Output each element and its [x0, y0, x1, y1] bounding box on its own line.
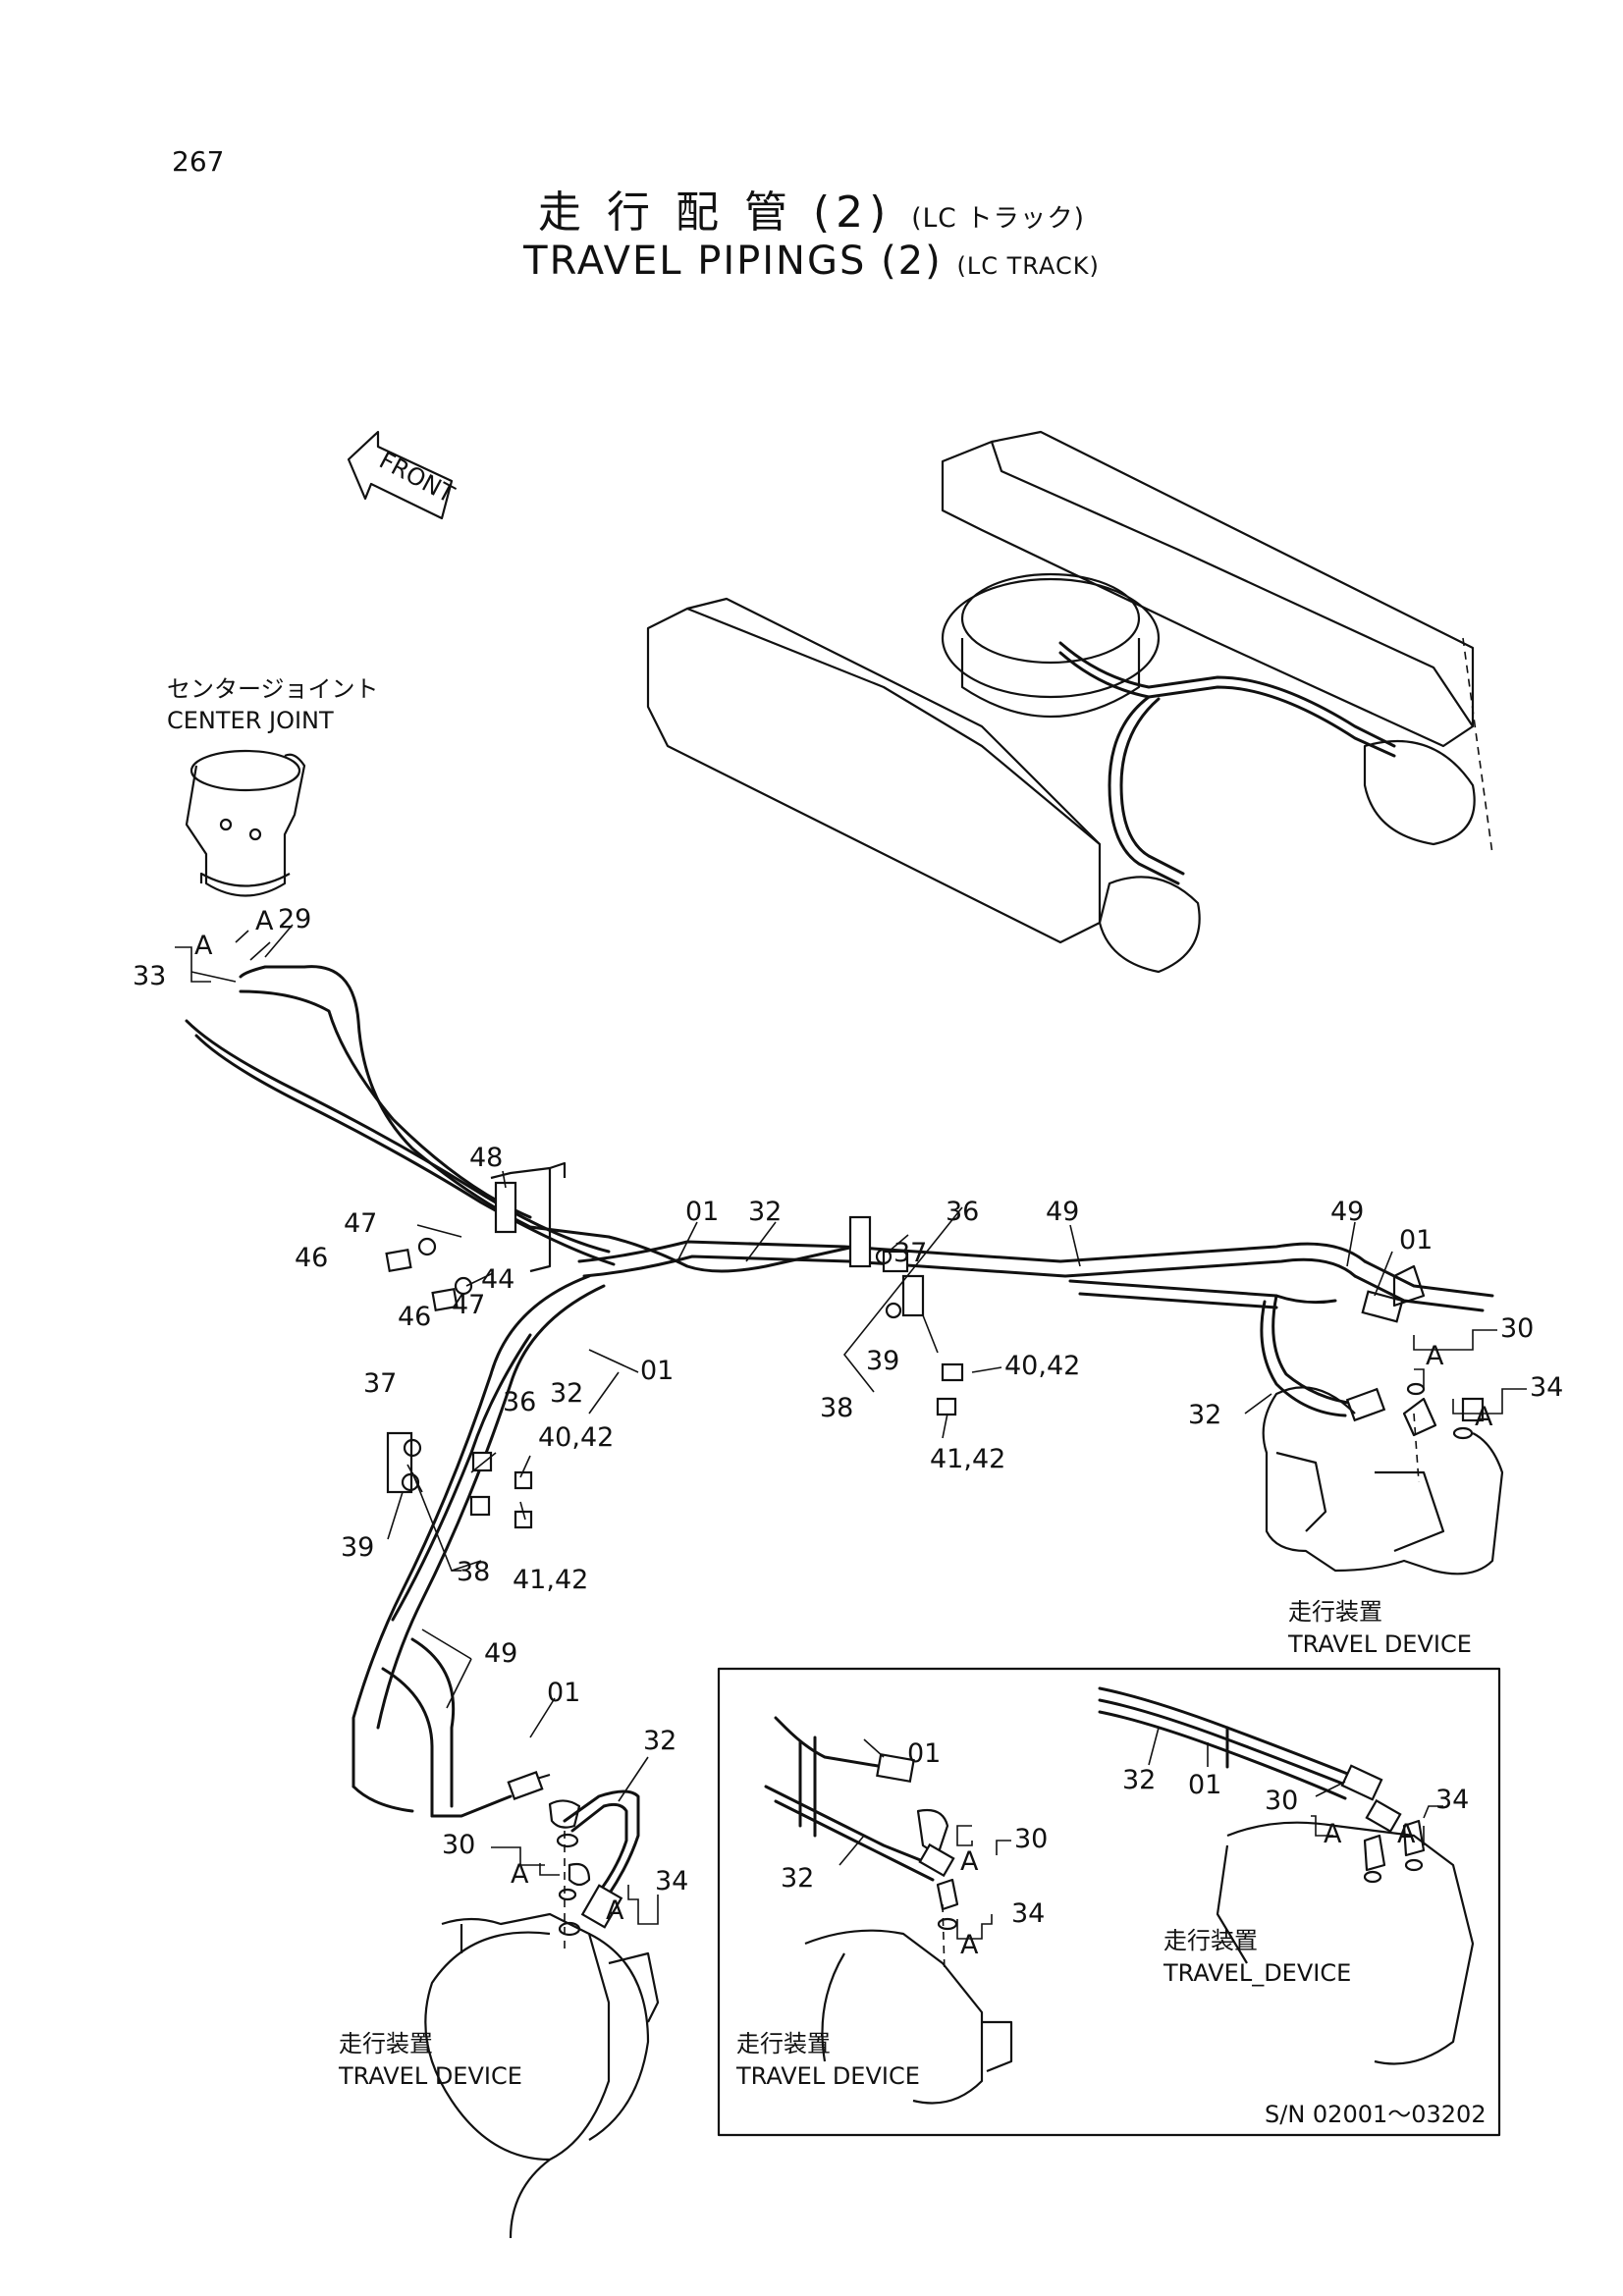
callout-30-right: 30	[1500, 1313, 1534, 1344]
center-joint-en: CENTER JOINT	[167, 707, 334, 734]
callout-38-left: 38	[457, 1557, 490, 1587]
front-label: FRONT	[375, 447, 460, 508]
callout-34-left: 34	[655, 1866, 688, 1896]
travel-device-inset-right-jp: 走行装置	[1163, 1927, 1258, 1954]
callout-34-inset-right: 34	[1435, 1785, 1469, 1815]
callout-46-upper: 46	[295, 1243, 328, 1273]
center-hose-run	[577, 1240, 1504, 1575]
travel-device-inset-left-jp: 走行装置	[736, 2030, 831, 2057]
track-frame-drawing	[646, 430, 1493, 974]
clamp-group-left	[386, 1431, 533, 1529]
travel-device-right-jp: 走行装置	[1288, 1598, 1382, 1626]
callout-a-33: A	[194, 931, 213, 961]
callout-a-34-left: A	[606, 1896, 624, 1926]
title-jp-sub: (LC トラック)	[911, 203, 1085, 234]
callout-39-center: 39	[866, 1346, 899, 1376]
callout-01-inset-right: 01	[1188, 1770, 1221, 1800]
travel-device-left-jp: 走行装置	[339, 2030, 433, 2057]
callout-32-mid: 32	[550, 1378, 583, 1409]
callout-40-42-left: 40,42	[538, 1422, 614, 1453]
inset-detail-box	[717, 1667, 1501, 2137]
travel-device-right-en: TRAVEL DEVICE	[1287, 1630, 1472, 1658]
callout-30-inset-right: 30	[1265, 1786, 1298, 1816]
travel-device-inset-right-en: TRAVEL_DEVICE	[1163, 1959, 1351, 1987]
left-travel-device-drawing	[424, 1912, 660, 2239]
callout-a-29: A	[255, 906, 274, 936]
callout-46-lower: 46	[398, 1302, 431, 1332]
callout-36-left: 36	[503, 1387, 536, 1417]
callout-41-42-left: 41,42	[513, 1565, 588, 1595]
title-jp-main: 走 行 配 管 (2)	[538, 187, 893, 238]
callout-32-right: 32	[1188, 1400, 1221, 1430]
callout-37-left: 37	[363, 1368, 397, 1399]
title-en-main: TRAVEL PIPINGS (2)	[523, 239, 943, 284]
callout-29: 29	[278, 904, 311, 934]
callout-44: 44	[481, 1264, 514, 1295]
center-joint-drawing	[185, 749, 306, 897]
callout-32-inset-right: 32	[1122, 1765, 1156, 1795]
captions: センタージョイント CENTER JOINT 走行装置 TRAVEL DEVIC…	[167, 675, 1487, 2128]
callout-49-right: 49	[1330, 1197, 1364, 1227]
callout-01-right: 01	[1399, 1225, 1433, 1255]
callout-47-upper: 47	[344, 1208, 377, 1239]
callout-39-left: 39	[341, 1532, 374, 1563]
callout-a-34-inset-left: A	[960, 1930, 979, 1960]
callout-32-inset-left: 32	[781, 1863, 814, 1894]
title-en-sub: (LC TRACK)	[956, 252, 1100, 280]
travel-device-left-en: TRAVEL DEVICE	[338, 2062, 522, 2090]
callout-41-42-center: 41,42	[930, 1444, 1005, 1474]
callout-49-left: 49	[484, 1638, 517, 1669]
leader-lines	[175, 924, 1527, 1940]
callout-34-right: 34	[1530, 1372, 1563, 1403]
callout-labels: A 29 A 33 48 47 46 44 47 46 01 32 01 32 …	[133, 904, 1563, 1960]
callout-30-inset-left: 30	[1014, 1824, 1048, 1854]
callout-32-top: 32	[748, 1197, 782, 1227]
callout-40-42-center: 40,42	[1004, 1351, 1080, 1381]
bracket-48-44	[385, 1161, 567, 1312]
callout-a-34-right: A	[1475, 1402, 1493, 1432]
callout-34-inset-left: 34	[1011, 1898, 1045, 1929]
title-english: TRAVEL PIPINGS (2) (LC TRACK)	[0, 239, 1623, 284]
callout-a-34-inset-right: A	[1397, 1819, 1416, 1849]
callout-49-center: 49	[1046, 1197, 1079, 1227]
callout-32-left: 32	[643, 1726, 676, 1756]
page-number: 267	[172, 145, 225, 178]
callout-a-30-inset-left: A	[960, 1846, 979, 1877]
serial-number-range: S/N 02001～03202	[1265, 2101, 1487, 2128]
left-hose-routing	[185, 965, 856, 1953]
callout-01-top: 01	[685, 1197, 719, 1227]
callout-37-center: 37	[893, 1238, 927, 1268]
title-japanese: 走 行 配 管 (2) (LC トラック)	[0, 177, 1623, 240]
callout-48: 48	[469, 1143, 503, 1173]
callout-47-lower: 47	[452, 1290, 485, 1320]
travel-device-inset-left-en: TRAVEL DEVICE	[735, 2062, 920, 2090]
center-joint-jp: センタージョイント	[167, 675, 379, 703]
callout-a-30-left: A	[511, 1859, 529, 1890]
front-arrow-icon: FRONT	[347, 430, 460, 520]
callout-a-30-right: A	[1426, 1341, 1444, 1371]
callout-30-left: 30	[442, 1830, 475, 1860]
callout-36-center: 36	[946, 1197, 979, 1227]
callout-01-inset-left: 01	[907, 1738, 941, 1769]
callout-a-30-inset-right: A	[1324, 1819, 1342, 1849]
callout-33: 33	[133, 961, 166, 991]
callout-38-center: 38	[820, 1393, 853, 1423]
callout-01-left: 01	[547, 1678, 580, 1708]
callout-01-mid: 01	[640, 1356, 674, 1386]
